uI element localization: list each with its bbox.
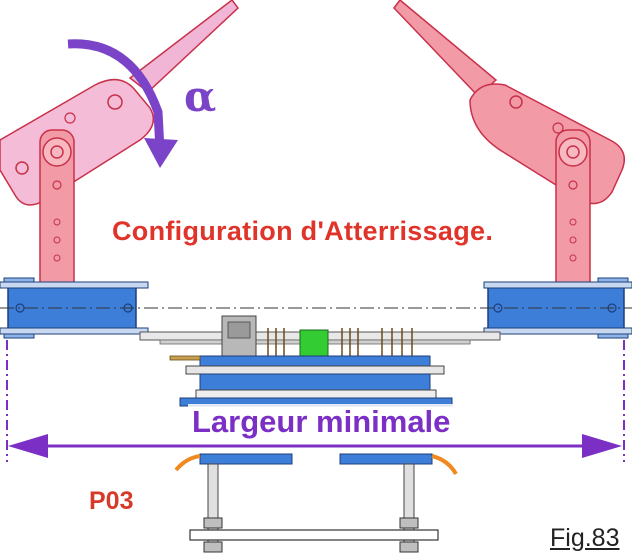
angle-arrow-icon [67,39,178,168]
left-upper-arm [0,0,240,206]
angle-label: α [184,72,217,121]
arrow-right-icon [582,434,622,458]
diagram-title: Configuration d'Atterrissage. [112,216,494,246]
reference-label: P03 [89,487,134,515]
arrow-left-icon [8,434,48,458]
width-dimension [6,340,625,462]
dimension-label: Largeur minimale [188,404,455,440]
electronics-board [169,315,453,407]
figure-label: Fig.83 [550,524,620,552]
lower-stand [174,453,458,553]
